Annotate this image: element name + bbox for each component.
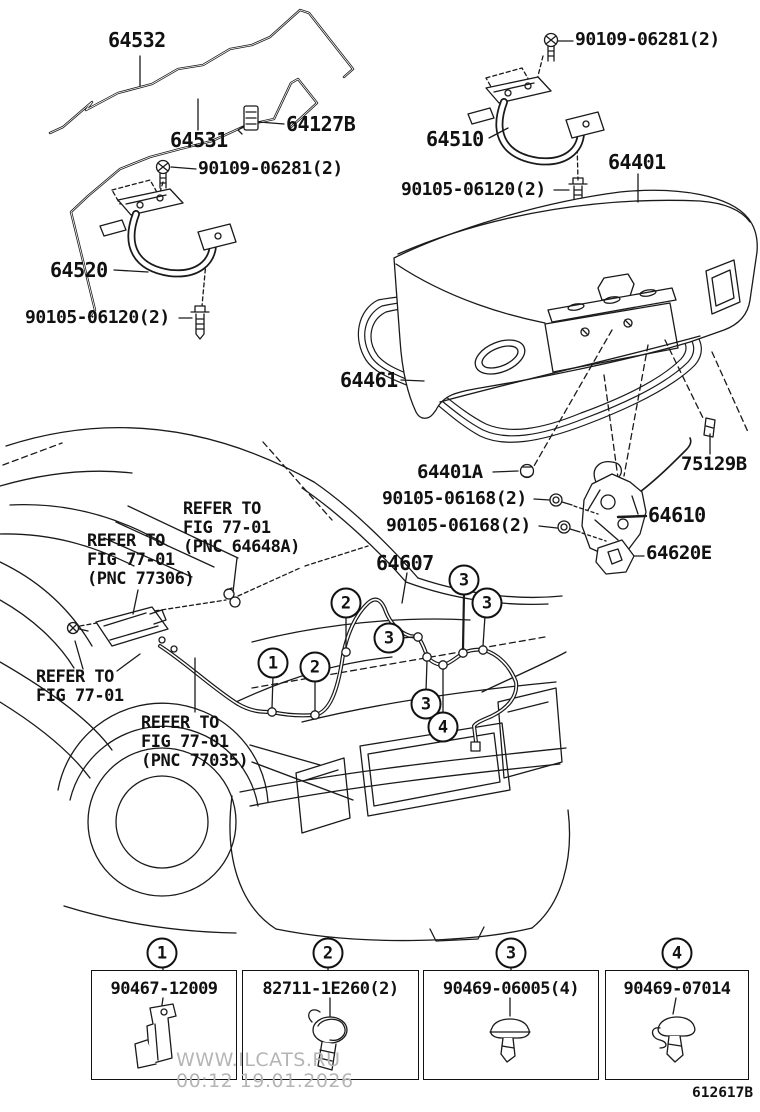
torsion-bar-64532-drawing bbox=[48, 8, 355, 135]
legend-box-2: 82711-1E260(2) bbox=[242, 970, 419, 1080]
legend-callout-3: 3 bbox=[495, 937, 527, 969]
construction-dashed-lines bbox=[533, 329, 749, 479]
legend-callout-2: 2 bbox=[312, 937, 344, 969]
lock-64610-drawing bbox=[581, 437, 692, 557]
bolt-90105-06168-upper-icon bbox=[549, 493, 599, 515]
part-label-64401[interactable]: 64401 bbox=[608, 150, 666, 174]
legend-clip-1-icon bbox=[134, 1003, 177, 1069]
legend-part-4[interactable]: 90469-07014 bbox=[623, 979, 731, 999]
callout-1: 1 bbox=[257, 647, 289, 679]
hinge-64510-drawing bbox=[467, 55, 605, 181]
part-label-64127B[interactable]: 64127B bbox=[286, 112, 356, 136]
screw-90109-left-icon bbox=[155, 159, 171, 189]
part-label-90109-06281-right[interactable]: 90109-06281(2) bbox=[575, 29, 720, 50]
legend-box-4: 90469-07014 bbox=[605, 970, 749, 1080]
callout-4: 4 bbox=[427, 711, 459, 743]
callout-2-b: 2 bbox=[330, 587, 362, 619]
part-label-90105-06120-right[interactable]: 90105-06120(2) bbox=[401, 179, 546, 200]
part-label-64532[interactable]: 64532 bbox=[108, 28, 166, 52]
opener-assembly-drawing bbox=[66, 545, 369, 653]
legend-part-1[interactable]: 90467-12009 bbox=[110, 979, 218, 999]
part-label-64401A[interactable]: 64401A bbox=[417, 461, 483, 483]
bolt-90105-06168-lower-icon bbox=[557, 520, 607, 542]
legend-box-1: 90467-12009 bbox=[91, 970, 237, 1080]
legend-part-3[interactable]: 90469-06005(4) bbox=[442, 979, 580, 999]
callout-3-c: 3 bbox=[471, 587, 503, 619]
legend-box-3: 90469-06005(4) bbox=[423, 970, 599, 1080]
part-label-64610[interactable]: 64610 bbox=[648, 503, 706, 527]
part-label-75129B[interactable]: 75129B bbox=[681, 453, 747, 475]
part-label-90105-06120-left[interactable]: 90105-06120(2) bbox=[25, 307, 170, 328]
callout-3-b: 3 bbox=[448, 564, 480, 596]
striker-64620E-drawing bbox=[595, 539, 635, 575]
trunk-lid-64401-drawing bbox=[393, 189, 758, 419]
part-label-64510[interactable]: 64510 bbox=[426, 127, 484, 151]
clip-64127B-drawing bbox=[237, 105, 259, 135]
part-label-64607[interactable]: 64607 bbox=[376, 551, 434, 575]
grommet-64401A-icon bbox=[519, 463, 535, 479]
hinge-64520-drawing bbox=[99, 179, 237, 307]
legend-clip-2-icon bbox=[308, 1009, 348, 1071]
part-label-64620E[interactable]: 64620E bbox=[646, 542, 712, 564]
bolt-90105-06120-left-icon bbox=[190, 305, 210, 340]
callout-3-a: 3 bbox=[373, 622, 405, 654]
legend-callout-4: 4 bbox=[661, 937, 693, 969]
part-label-64531[interactable]: 64531 bbox=[170, 128, 228, 152]
callout-2-a: 2 bbox=[299, 651, 331, 683]
wedge-75129B-icon bbox=[703, 417, 716, 438]
part-label-90105-06168-lower[interactable]: 90105-06168(2) bbox=[386, 515, 531, 536]
part-label-90109-06281-left[interactable]: 90109-06281(2) bbox=[198, 158, 343, 179]
screw-90109-right-icon bbox=[543, 32, 559, 62]
torsion-bar-64531-drawing bbox=[69, 77, 319, 319]
legend-clip-4-icon bbox=[651, 1016, 696, 1063]
legend-callout-1: 1 bbox=[146, 937, 178, 969]
part-label-90105-06168-upper[interactable]: 90105-06168(2) bbox=[382, 488, 527, 509]
release-cable-64607-drawing bbox=[158, 597, 519, 752]
part-label-64520[interactable]: 64520 bbox=[50, 258, 108, 282]
part-label-64461[interactable]: 64461 bbox=[340, 368, 398, 392]
figure-code: 612617B bbox=[692, 1085, 754, 1101]
legend-clip-3-icon bbox=[489, 1018, 531, 1063]
legend-part-2[interactable]: 82711-1E260(2) bbox=[262, 979, 399, 999]
clip-64648A-icon bbox=[223, 587, 241, 608]
